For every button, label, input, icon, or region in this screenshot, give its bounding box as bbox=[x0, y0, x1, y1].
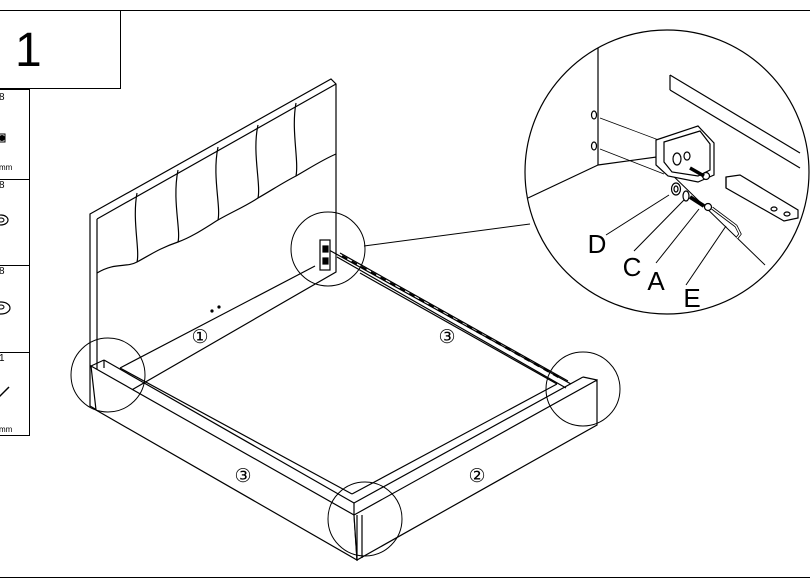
part-qty: 8 bbox=[0, 180, 5, 191]
bolt-icon bbox=[0, 133, 6, 143]
back-rail-panel-label: ③ bbox=[438, 326, 455, 348]
spring-washer-icon bbox=[0, 214, 9, 226]
part-size: mm bbox=[0, 163, 13, 172]
part-qty: 8 bbox=[0, 266, 5, 277]
corner-circle-front bbox=[327, 481, 403, 557]
part-qty: 1 bbox=[0, 353, 5, 364]
right-side-panel-label: ② bbox=[468, 465, 485, 487]
detail-leader-line bbox=[363, 223, 531, 247]
step-number: 1 bbox=[15, 24, 42, 77]
parts-row-allen-key: 1 mm bbox=[0, 352, 29, 437]
hardware-label-d: D bbox=[588, 229, 607, 259]
back-side-rail bbox=[319, 239, 572, 389]
part-size: mm bbox=[0, 425, 13, 434]
magnified-detail bbox=[524, 29, 810, 315]
parts-row-flat-washer: 8 bbox=[0, 265, 29, 355]
step-number-box: 1 bbox=[0, 10, 121, 89]
headboard bbox=[89, 78, 337, 411]
corner-circle-right bbox=[545, 351, 621, 427]
left-side-panel-label: ③ bbox=[234, 465, 251, 487]
parts-row-spring-washer: 8 bbox=[0, 179, 29, 269]
hardware-label-e: E bbox=[683, 283, 700, 313]
parts-row-bolt: 8 mm bbox=[0, 89, 29, 181]
base-frame bbox=[90, 265, 598, 562]
hardware-label-a: A bbox=[647, 266, 665, 296]
allen-key-icon bbox=[0, 386, 10, 398]
corner-circle-back bbox=[290, 211, 366, 287]
part-qty: 8 bbox=[0, 92, 5, 103]
corner-circle-front-left bbox=[70, 337, 146, 413]
parts-list: 8 mm 8 8 1 mm bbox=[0, 89, 30, 436]
hardware-label-c: C bbox=[623, 252, 642, 282]
flat-washer-icon bbox=[0, 301, 11, 315]
headboard-panel-label: ① bbox=[191, 326, 208, 348]
